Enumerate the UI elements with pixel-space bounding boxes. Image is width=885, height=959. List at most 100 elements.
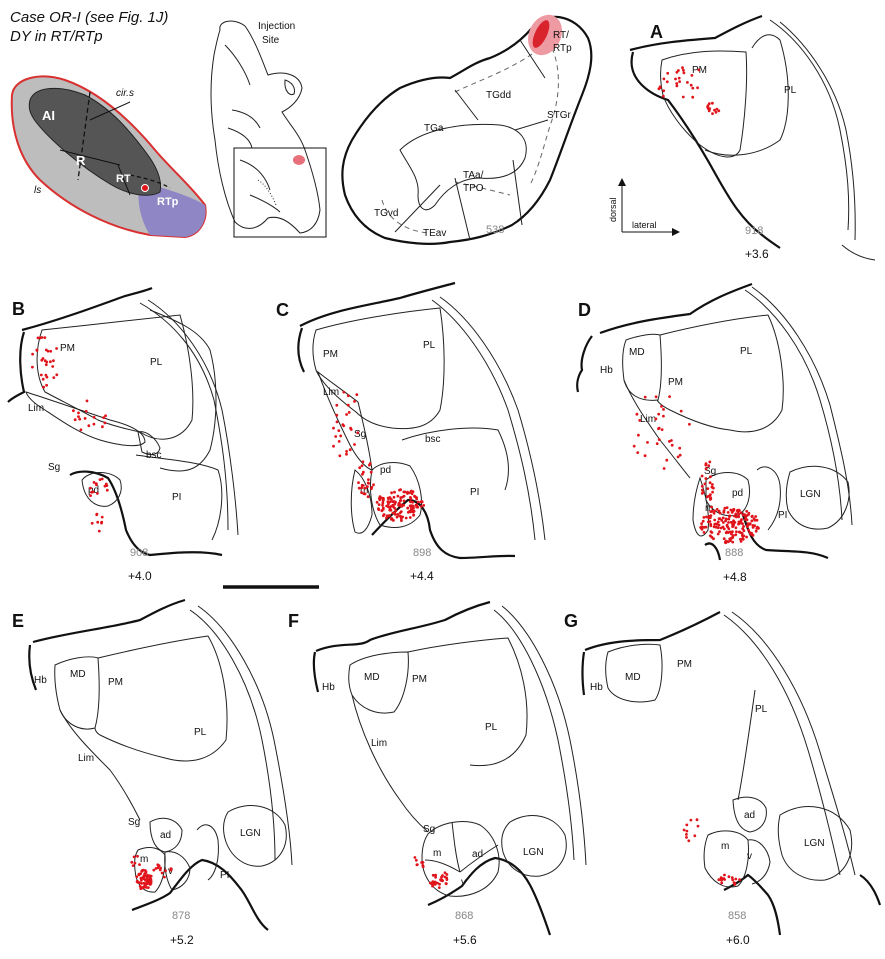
labeled-cell bbox=[366, 485, 369, 488]
labeled-cell bbox=[709, 481, 712, 484]
injection-site-section: Injection Site bbox=[211, 21, 326, 237]
labeled-cell bbox=[696, 818, 699, 821]
labeled-cell bbox=[723, 537, 726, 540]
labeled-cell bbox=[734, 878, 737, 881]
labeled-cell bbox=[733, 508, 736, 511]
labeled-cell bbox=[37, 337, 40, 340]
labeled-cell bbox=[367, 482, 370, 485]
labeled-cell bbox=[662, 89, 665, 92]
labeled-cell bbox=[410, 490, 413, 493]
label-ad: ad bbox=[472, 849, 483, 860]
labeled-cell bbox=[705, 526, 708, 529]
labeled-cell bbox=[723, 878, 726, 881]
labeled-cell bbox=[72, 409, 75, 412]
labeled-cell bbox=[372, 483, 375, 486]
labeled-cell bbox=[701, 528, 704, 531]
section-number: 878 bbox=[172, 910, 190, 922]
labeled-cell bbox=[720, 882, 723, 885]
labeled-cell bbox=[750, 520, 753, 523]
labeled-cell bbox=[408, 510, 411, 513]
labeled-cell bbox=[130, 861, 133, 864]
level: +3.6 bbox=[745, 247, 769, 261]
lim-region bbox=[352, 695, 428, 832]
labeled-cell bbox=[707, 495, 710, 498]
labeled-cells bbox=[31, 336, 109, 532]
labeled-cell bbox=[144, 875, 147, 878]
panel-b: B PM PL Lim bsc Sg pd PI 908 +4.0 bbox=[8, 288, 238, 583]
labeled-cell bbox=[678, 447, 681, 450]
labeled-cell bbox=[727, 518, 730, 521]
labeled-cell bbox=[89, 494, 92, 497]
labeled-cell bbox=[356, 431, 359, 434]
labeled-cell bbox=[398, 489, 401, 492]
labeled-cell bbox=[723, 528, 726, 531]
label-lgn: LGN bbox=[240, 828, 261, 839]
optic-tract bbox=[745, 287, 852, 525]
level: +4.8 bbox=[723, 570, 747, 584]
labeled-cell bbox=[390, 491, 393, 494]
labeled-cell bbox=[101, 516, 104, 519]
labeled-cell bbox=[676, 85, 679, 88]
labeled-cell bbox=[364, 493, 367, 496]
label-tgdd: TGdd bbox=[486, 90, 511, 101]
labeled-cell bbox=[337, 429, 340, 432]
labeled-cell bbox=[420, 505, 423, 508]
labeled-cell bbox=[662, 408, 665, 411]
labeled-cell bbox=[700, 522, 703, 525]
labeled-cell bbox=[697, 825, 700, 828]
section-number: 918 bbox=[745, 225, 763, 237]
labeled-cell bbox=[93, 423, 96, 426]
labeled-cell bbox=[31, 353, 34, 356]
labeled-cell bbox=[750, 532, 753, 535]
labeled-cell bbox=[336, 421, 339, 424]
panel-letter: D bbox=[578, 300, 591, 320]
labeled-cell bbox=[42, 386, 45, 389]
labeled-cell bbox=[749, 522, 752, 525]
labeled-cell bbox=[756, 519, 759, 522]
optic-tract bbox=[140, 300, 238, 535]
labeled-cell bbox=[712, 487, 715, 490]
labeled-cell bbox=[709, 524, 712, 527]
level: +5.2 bbox=[170, 933, 194, 947]
label-pl: PL bbox=[150, 357, 163, 368]
injection-marker bbox=[142, 185, 149, 192]
labeled-cell bbox=[674, 78, 677, 81]
labeled-cell bbox=[741, 527, 744, 530]
labeled-cell bbox=[687, 839, 690, 842]
label-v: v bbox=[747, 851, 752, 862]
label-pd: pd bbox=[380, 465, 391, 476]
labeled-cell bbox=[348, 411, 351, 414]
labeled-cell bbox=[663, 467, 666, 470]
labeled-cell bbox=[740, 511, 743, 514]
labeled-cell bbox=[362, 484, 365, 487]
level: +4.4 bbox=[410, 569, 434, 583]
labeled-cell bbox=[700, 525, 703, 528]
label-cirs: cir.s bbox=[116, 88, 134, 99]
labeled-cell bbox=[170, 869, 173, 872]
labeled-cell bbox=[353, 400, 356, 403]
labeled-cell bbox=[74, 418, 77, 421]
labeled-cell bbox=[383, 513, 386, 516]
labeled-cell bbox=[742, 514, 745, 517]
labeled-cell bbox=[434, 883, 437, 886]
label-ai: AI bbox=[42, 108, 55, 123]
labeled-cell bbox=[40, 374, 43, 377]
labeled-cell bbox=[754, 515, 757, 518]
labeled-cell bbox=[387, 515, 390, 518]
labeled-cell bbox=[715, 526, 718, 529]
labeled-cell bbox=[655, 418, 658, 421]
labeled-cell bbox=[367, 495, 370, 498]
inset-box bbox=[234, 148, 326, 237]
labeled-cell bbox=[719, 517, 722, 520]
labeled-cell bbox=[45, 384, 48, 387]
labeled-cell bbox=[729, 509, 732, 512]
labeled-cell bbox=[713, 510, 716, 513]
labeled-cell bbox=[731, 536, 734, 539]
label-lgn: LGN bbox=[523, 847, 544, 858]
label-lgn: LGN bbox=[804, 838, 825, 849]
labeled-cell bbox=[413, 495, 416, 498]
label-lim: Lim bbox=[323, 387, 339, 398]
labeled-cell bbox=[78, 418, 81, 421]
labeled-cell bbox=[31, 366, 34, 369]
labeled-cell bbox=[140, 870, 143, 873]
